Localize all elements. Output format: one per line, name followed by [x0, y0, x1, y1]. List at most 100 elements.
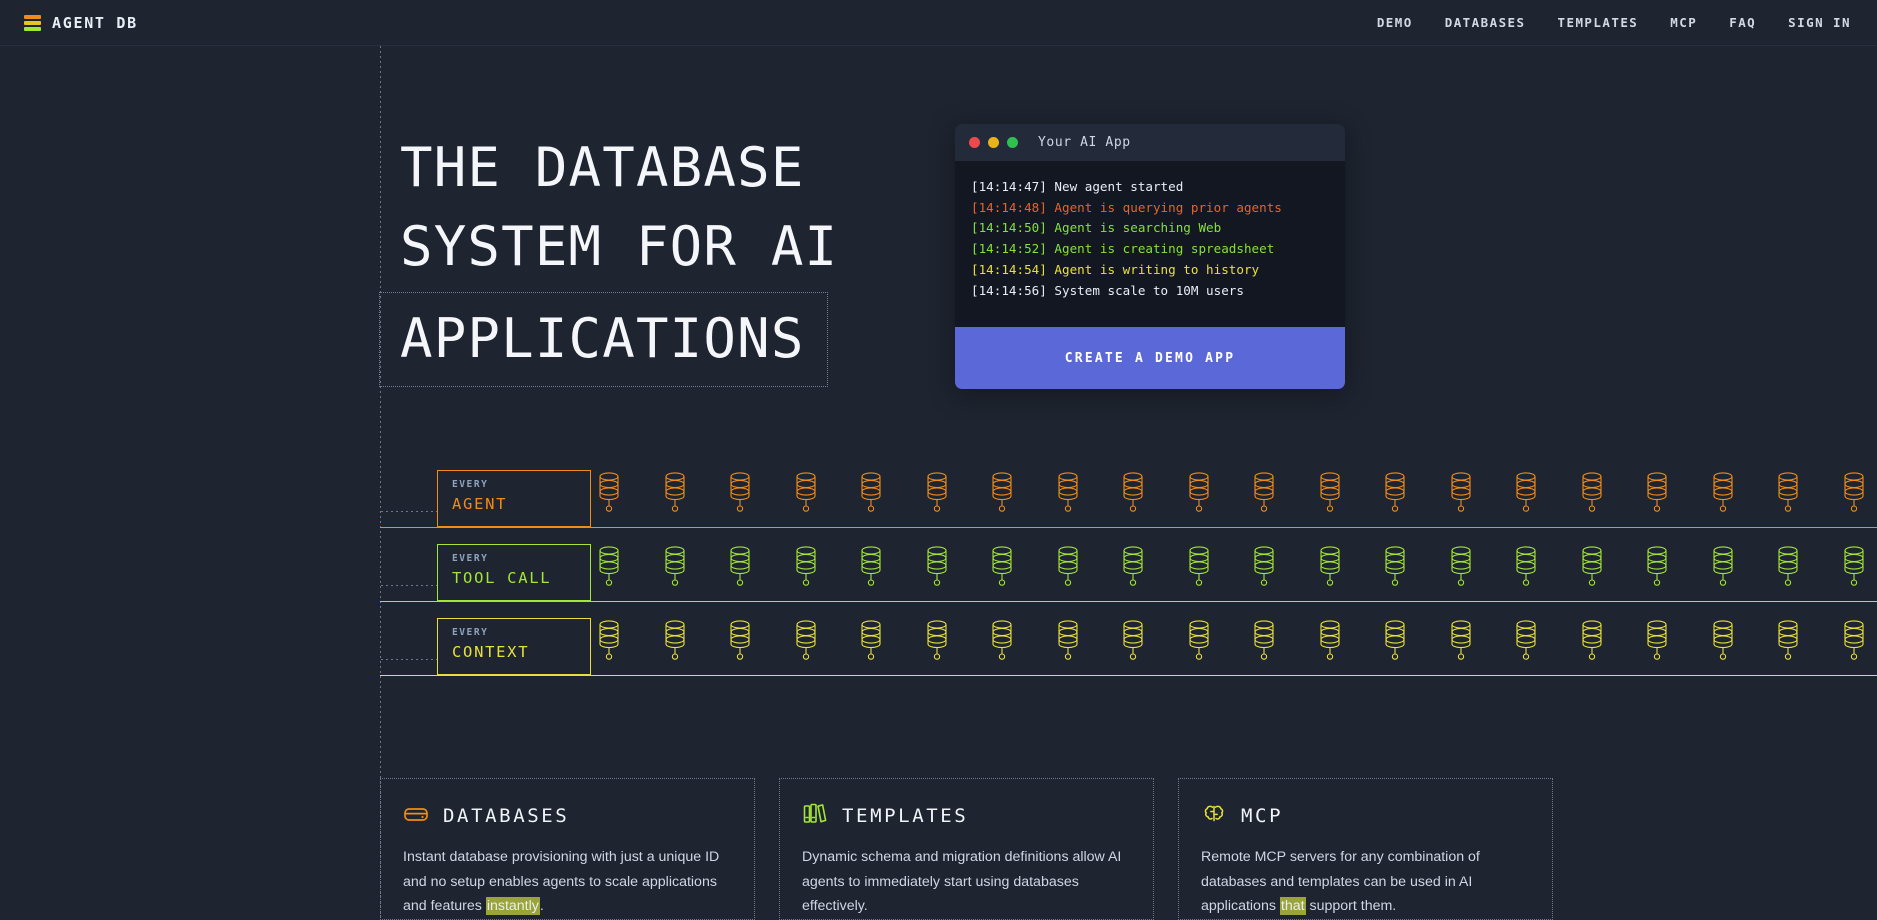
nav-item-sign-in[interactable]: SIGN IN — [1788, 15, 1851, 30]
nav-item-mcp[interactable]: MCP — [1670, 15, 1697, 30]
card-header: TEMPLATES — [802, 801, 1127, 831]
row-agent-label-box[interactable]: EVERYAGENT — [437, 470, 591, 527]
row-tool-call-label-box[interactable]: EVERYTOOL CALL — [437, 544, 591, 601]
database-node — [1382, 544, 1448, 614]
books-icon — [802, 801, 828, 827]
database-cylinder-icon — [1382, 618, 1408, 668]
database-cylinder-icon — [858, 618, 884, 668]
database-node — [1186, 470, 1252, 540]
card-body-text-after: . — [540, 898, 544, 914]
database-node — [1644, 470, 1710, 540]
nav-item-demo[interactable]: DEMO — [1377, 15, 1413, 30]
database-cylinder-icon — [1775, 470, 1801, 520]
database-cylinder-icon — [793, 470, 819, 520]
database-node — [727, 618, 793, 688]
database-node — [793, 544, 859, 614]
database-node — [1120, 470, 1186, 540]
database-node — [1448, 544, 1514, 614]
database-cylinder-icon — [1186, 544, 1212, 594]
card-mcp[interactable]: MCP Remote MCP servers for any combinatio… — [1178, 778, 1553, 920]
database-cylinder-icon — [1186, 470, 1212, 520]
terminal-line-message: Agent is searching Web — [1047, 220, 1221, 235]
terminal-line-timestamp: [14:14:47] — [971, 179, 1047, 194]
terminal-line-timestamp: [14:14:52] — [971, 241, 1047, 256]
database-cylinder-icon — [793, 544, 819, 594]
logo-bar-orange — [24, 15, 41, 19]
database-node — [1710, 470, 1776, 540]
database-node — [1448, 618, 1514, 688]
brain-icon — [1201, 801, 1227, 827]
database-cylinder-icon — [596, 544, 622, 594]
traffic-light-maximize[interactable] — [1007, 137, 1018, 148]
terminal-line-5: [14:14:56] System scale to 10M users — [955, 281, 1345, 302]
database-cylinder-icon — [596, 470, 622, 520]
database-node — [596, 544, 662, 614]
row-tool-call-database-track — [596, 544, 1877, 614]
row-label-every: EVERY — [452, 553, 590, 564]
hard-drive-icon — [403, 801, 429, 827]
database-node — [1251, 544, 1317, 614]
database-cylinder-icon — [1710, 470, 1736, 520]
database-cylinder-icon — [858, 470, 884, 520]
terminal-line-4: [14:14:54] Agent is writing to history — [955, 260, 1345, 281]
logo-bar-gold — [24, 21, 41, 25]
database-node — [793, 470, 859, 540]
database-node — [989, 544, 1055, 614]
hero-line-2: SYSTEM FOR AI — [380, 207, 838, 286]
database-cylinder-icon — [858, 544, 884, 594]
row-agent-database-track — [596, 470, 1877, 540]
books-icon — [802, 801, 828, 831]
database-node — [1055, 470, 1121, 540]
database-cylinder-icon — [727, 618, 753, 668]
database-node — [1579, 618, 1645, 688]
database-cylinder-icon — [1579, 544, 1605, 594]
database-cylinder-icon — [1579, 470, 1605, 520]
row-context-database-track — [596, 618, 1877, 688]
create-demo-app-button[interactable]: CREATE A DEMO APP — [955, 327, 1345, 389]
card-header: MCP — [1201, 801, 1526, 831]
database-node — [662, 618, 728, 688]
database-node — [1775, 470, 1841, 540]
database-cylinder-icon — [1644, 544, 1670, 594]
database-cylinder-icon — [1251, 618, 1277, 668]
database-cylinder-icon — [1120, 618, 1146, 668]
database-cylinder-icon — [1317, 618, 1343, 668]
database-node — [1382, 470, 1448, 540]
nav-item-faq[interactable]: FAQ — [1729, 15, 1756, 30]
row-context-connector — [381, 659, 438, 660]
row-context-label-box[interactable]: EVERYCONTEXT — [437, 618, 591, 675]
database-node — [1317, 470, 1383, 540]
database-cylinder-icon — [1448, 544, 1474, 594]
database-cylinder-icon — [596, 618, 622, 668]
database-cylinder-icon — [1055, 470, 1081, 520]
feature-cards: DATABASESInstant database provisioning w… — [380, 778, 1553, 920]
database-node — [989, 470, 1055, 540]
brand-logo[interactable]: AGENT DB — [24, 14, 138, 32]
hard-drive-icon — [403, 801, 429, 831]
database-cylinder-icon — [793, 618, 819, 668]
database-cylinder-icon — [1120, 470, 1146, 520]
nav-item-databases[interactable]: DATABASES — [1445, 15, 1526, 30]
database-node — [858, 618, 924, 688]
database-node — [793, 618, 859, 688]
card-title: MCP — [1241, 805, 1283, 827]
database-cylinder-icon — [1317, 544, 1343, 594]
database-node — [1251, 470, 1317, 540]
card-header: DATABASES — [403, 801, 728, 831]
feature-rows: EVERYAGENT EVERYTOOL CALL EVERYCONTEXT — [0, 470, 1877, 735]
database-cylinder-icon — [1382, 470, 1408, 520]
database-cylinder-icon — [1055, 618, 1081, 668]
database-node — [1382, 618, 1448, 688]
card-templates[interactable]: TEMPLATESDynamic schema and migration de… — [779, 778, 1154, 920]
traffic-light-minimize[interactable] — [988, 137, 999, 148]
card-body: Remote MCP servers for any combination o… — [1201, 845, 1526, 919]
logo-bar-lime — [24, 27, 41, 31]
database-node — [1710, 544, 1776, 614]
database-cylinder-icon — [1579, 618, 1605, 668]
hero-line-3-box: APPLICATIONS — [379, 292, 828, 387]
database-cylinder-icon — [924, 470, 950, 520]
traffic-light-close[interactable] — [969, 137, 980, 148]
card-databases[interactable]: DATABASESInstant database provisioning w… — [380, 778, 755, 920]
nav-item-templates[interactable]: TEMPLATES — [1558, 15, 1639, 30]
database-node — [1448, 470, 1514, 540]
